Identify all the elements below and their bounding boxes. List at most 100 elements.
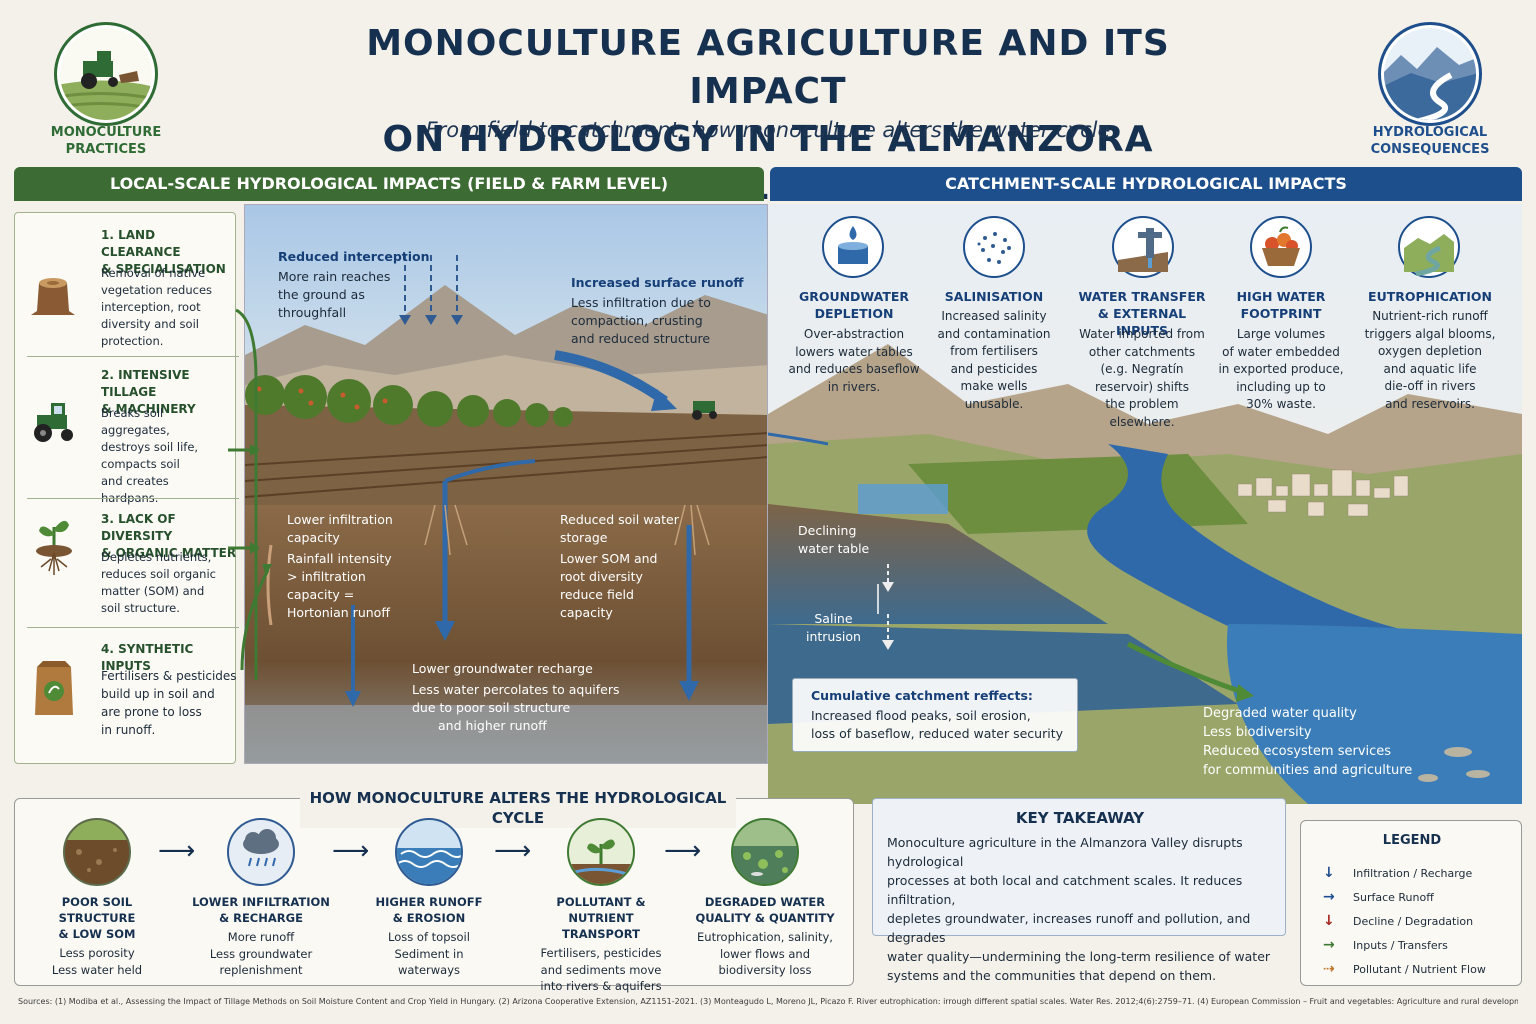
recharge-title: Lower groundwater recharge <box>412 661 593 676</box>
title-line-1: MONOCULTURE AGRICULTURE AND ITS IMPACT <box>366 23 1170 112</box>
water-table-2: water table <box>798 541 870 556</box>
legend-box: LEGEND ↓Infiltration / Recharge →Surface… <box>1300 820 1522 986</box>
key-takeaway-text: Monoculture agriculture in the Almanzora… <box>887 833 1279 985</box>
runoff-desc-3: and reduced structure <box>571 331 711 346</box>
practice-1-desc-2: vegetation reduces <box>101 283 213 297</box>
practice-3-desc-1: Depletes nutrients, <box>101 550 212 564</box>
impact-4-desc-4: including up to <box>1236 379 1326 394</box>
step-2-title-1: LOWER INFILTRATION <box>192 895 330 909</box>
badge-left-line1: MONOCULTURE <box>50 125 162 140</box>
recharge-desc-1: Less water percolates to aquifers <box>412 682 620 697</box>
practice-3-title-2: & ORGANIC MATTER <box>101 546 237 560</box>
impact-2-desc-5: make wells <box>960 379 1028 393</box>
impact-3-desc-4: reservoir) shifts <box>1095 379 1189 394</box>
legend-item-infiltration: ↓ Infiltration / Recharge <box>1323 865 1472 881</box>
step-4-title-2: TRANSPORT <box>562 927 640 941</box>
salt-particles-icon <box>963 216 1025 278</box>
cumulative-effects-box: Cumulative catchment reffects: Increased… <box>792 678 1078 752</box>
key-line-5: systems and the communities that depend … <box>887 968 1217 983</box>
impact-2-title-1: SALINISATION <box>944 289 1044 304</box>
practice-2-title-1: 2. INTENSIVE TILLAGE <box>101 368 190 399</box>
sprout-icon <box>567 818 635 886</box>
impact-5-desc-3: oxygen depletion <box>1378 344 1482 358</box>
tractor-icon <box>34 403 73 442</box>
practice-2-desc-4: and creates <box>101 474 169 488</box>
practice-3-desc-3: matter (SOM) and <box>101 584 205 598</box>
rain-cloud-icon <box>227 818 295 886</box>
step-3-title-1: HIGHER RUNOFF <box>375 895 483 909</box>
practices-sidebar: 1. LAND CLEARANCE& SPECIALISATION Remova… <box>14 212 239 764</box>
step-5-title-1: DEGRADED WATER <box>704 895 826 909</box>
impact-1-desc-3: and reduces baseflow <box>788 362 920 376</box>
interception-desc-2: the ground as <box>278 287 365 302</box>
saline-label: Saline intrusion <box>806 610 861 646</box>
degraded-3: Reduced ecosystem services <box>1203 744 1392 759</box>
legend-title: LEGEND <box>1382 833 1442 848</box>
impact-5-desc-2: triggers algal blooms, <box>1364 326 1496 341</box>
practice-4-title-1: 4. SYNTHETIC INPUTS <box>101 642 194 673</box>
impact-groundwater-desc: Over-abstraction lowers water tables and… <box>784 326 924 396</box>
impact-4-title-2: FOOTPRINT <box>1240 306 1322 321</box>
step-5-desc-3: biodiversity loss <box>718 963 812 977</box>
storage-desc-4: capacity <box>560 605 613 620</box>
badge-right-line1: HYDROLOGICAL <box>1372 125 1488 140</box>
arrow-right-icon: ⟶ <box>494 836 532 866</box>
interception-desc-3: throughfall <box>278 305 347 320</box>
infil-desc-1: Rainfall intensity <box>287 551 392 566</box>
step-1-desc-2: Less water held <box>51 962 143 977</box>
practice-3-title-1: 3. LACK OF DIVERSITY <box>101 512 176 543</box>
practice-4-desc-1: Fertilisers & pesticides <box>101 669 237 683</box>
impact-groundwater-title: GROUNDWATER DEPLETION <box>784 288 924 322</box>
step-2-desc-3: replenishment <box>219 963 303 977</box>
impact-transfer-title: WATER TRANSFER & EXTERNAL INPUTS <box>1072 288 1212 339</box>
groundwater-well-icon <box>822 216 884 278</box>
divider <box>27 498 239 499</box>
tractor-icon <box>54 22 158 126</box>
impact-3-desc-2: other catchments <box>1088 344 1196 359</box>
legend-label-4: Inputs / Transfers <box>1353 939 1448 952</box>
divider <box>27 627 239 628</box>
page-subtitle: From field to catchment: how monoculture… <box>425 118 1111 142</box>
practice-1-desc-4: diversity and soil <box>101 317 199 331</box>
impact-1-title-1: GROUNDWATER <box>798 289 910 304</box>
green-river-icon <box>1398 216 1460 278</box>
degraded-1: Degraded water quality <box>1203 706 1357 721</box>
interception-desc: More rain reaches the ground as throughf… <box>278 268 390 322</box>
degraded-water-label: Degraded water quality Less biodiversity… <box>1203 704 1412 780</box>
legend-item-inputs: →Inputs / Transfers <box>1323 937 1448 953</box>
infil-desc-4: Hortonian runoff <box>287 605 390 620</box>
dashed-arrow-icon: ⇢ <box>1323 961 1335 977</box>
right-arrow-icon: → <box>1323 889 1335 905</box>
step-5-desc-2: lower flows and <box>719 946 811 961</box>
step-4-desc-1: Fertilisers, pesticides <box>540 946 662 960</box>
down-arrow-icon: ↓ <box>1323 865 1335 881</box>
saline-1: Saline <box>814 611 853 626</box>
step-2-title-2: & RECHARGE <box>219 911 303 925</box>
interception-title: Reduced interception <box>278 249 430 264</box>
impact-4-desc-1: Large volumes <box>1236 327 1326 341</box>
practice-2-title-2: & MACHINERY <box>101 402 196 416</box>
cycle-step-infiltration: LOWER INFILTRATION& RECHARGE More runoff… <box>186 818 336 979</box>
impact-5-desc-1: Nutrient-rich runoff <box>1372 309 1488 323</box>
catchment-scale-scene <box>768 204 1522 804</box>
cumulative-desc-2: loss of baseflow, reduced water security <box>811 726 1064 741</box>
produce-basket-icon <box>1250 216 1312 278</box>
saline-2: intrusion <box>806 629 861 644</box>
step-3-title-2: & EROSION <box>392 911 466 925</box>
practice-1-title-2: & SPECIALISATION <box>101 262 226 276</box>
infil-title-1: Lower infiltration <box>287 512 393 527</box>
practice-arrows <box>228 308 272 680</box>
step-4-desc-3: into rivers & aquifers <box>540 979 662 993</box>
storage-desc-3: reduce field <box>560 587 634 602</box>
cumulative-desc-1: Increased flood peaks, soil erosion, <box>811 708 1031 723</box>
legend-label-1: Infiltration / Recharge <box>1353 867 1473 880</box>
cumulative-desc: Increased flood peaks, soil erosion, los… <box>811 707 1063 743</box>
practice-4-desc-4: in runoff. <box>101 723 156 737</box>
arrow-right-icon: ⟶ <box>158 836 196 866</box>
step-1-title-1: POOR SOIL STRUCTURE <box>58 895 136 925</box>
interception-label: Reduced interception <box>278 248 430 266</box>
impact-2-desc-4: and pesticides <box>950 361 1038 376</box>
impact-3-desc-6: elsewhere. <box>1109 414 1175 429</box>
practice-1-desc-3: interception, root <box>101 300 201 314</box>
